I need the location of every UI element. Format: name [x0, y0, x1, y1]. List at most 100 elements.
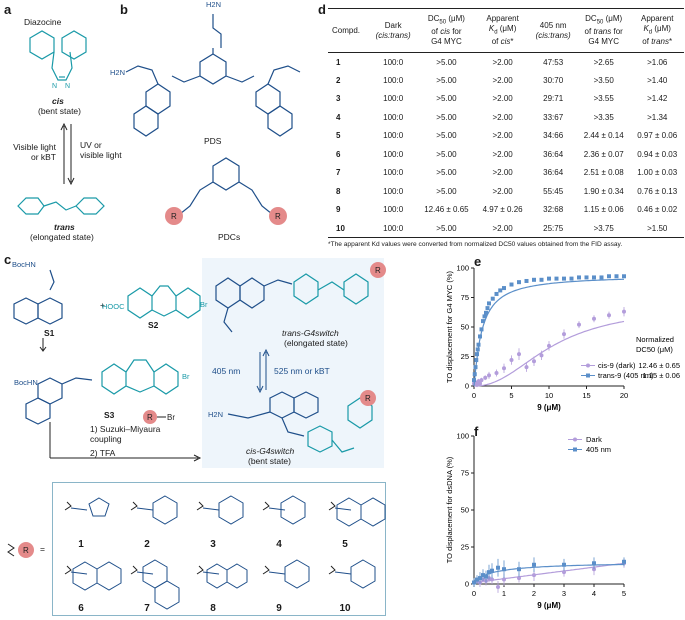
table-cell: >5.00 — [436, 75, 457, 85]
cis-label: cis — [52, 96, 64, 106]
data-point — [494, 371, 499, 376]
data-point — [622, 309, 626, 314]
table-cell: 100:0 — [383, 75, 404, 85]
data-point — [517, 567, 521, 572]
x-tick-label: 15 — [582, 391, 590, 400]
data-point — [622, 559, 626, 564]
legend-marker — [573, 437, 577, 442]
y-axis-label: TO displacement for G4 MYC (%) — [445, 271, 454, 383]
table-cell: >2.00 — [492, 186, 513, 196]
data-point — [484, 310, 488, 315]
data-point — [475, 352, 479, 357]
substituent-10: 10 — [322, 552, 398, 616]
data-point — [475, 347, 480, 352]
data-point — [473, 365, 478, 370]
x-tick-label: 5 — [509, 391, 513, 400]
data-point — [607, 313, 611, 318]
s1-label: S1 — [44, 328, 55, 338]
svg-text:N: N — [65, 83, 70, 90]
legend-marker — [573, 447, 577, 452]
substituent-label: 9 — [276, 603, 282, 614]
substituent-structure-icon — [130, 495, 178, 525]
data-point — [496, 565, 500, 570]
svg-text:R: R — [147, 413, 153, 422]
trans-g4switch-state: (elongated state) — [284, 338, 348, 348]
s3-structure — [25, 359, 179, 425]
dc50-value: 12.46 ± 0.65 — [638, 361, 680, 370]
data-point — [490, 577, 494, 582]
fit-line — [473, 562, 625, 584]
s2-cooh: HOOC — [102, 302, 125, 311]
cis-g4switch-h2n: H2N — [208, 410, 224, 419]
substituent-label: 7 — [144, 603, 150, 614]
table-cell: 47:53 — [543, 57, 564, 67]
diazocine-title: Diazocine — [24, 17, 62, 27]
table-cell: >5.00 — [436, 131, 457, 141]
data-point — [502, 567, 506, 572]
substituent-label: 1 — [78, 539, 84, 550]
table-cell: >2.00 — [475, 219, 530, 238]
table-cell: >2.65 — [593, 57, 614, 67]
data-point — [592, 567, 596, 572]
table-cell: 2.36 ± 0.07 — [583, 149, 624, 159]
panel-label-e: e — [474, 254, 482, 269]
pds-h2n-top: H2N — [206, 0, 222, 9]
compound-id: 4 — [336, 112, 341, 122]
data-point — [475, 577, 479, 582]
data-point — [569, 276, 574, 281]
dc50-annotation-title: Normalized — [636, 335, 674, 344]
data-point — [485, 306, 490, 311]
data-point — [622, 274, 626, 279]
data-point — [607, 274, 611, 279]
table-cell: 36:64 — [543, 149, 564, 159]
table-cell: 30:70 — [543, 75, 564, 85]
substituent-2: 2 — [124, 488, 200, 552]
data-point — [592, 275, 596, 280]
substituent-structure-icon — [64, 497, 110, 517]
substituent-structure-icon — [196, 563, 248, 589]
compound-id: 8 — [336, 186, 341, 196]
data-point — [496, 584, 500, 589]
table-cell: 100:0 — [383, 149, 404, 159]
substituent-structure-icon — [328, 559, 376, 589]
x-tick-label: 1 — [502, 589, 506, 598]
data-point — [481, 319, 485, 324]
col-dark: Dark(cis:trans) — [369, 8, 417, 53]
data-point — [532, 562, 536, 567]
table-cell: 55:45 — [543, 186, 564, 196]
trans-state: (elongated state) — [30, 232, 94, 242]
s2-structure — [127, 285, 201, 319]
substituent-structure-icon — [262, 495, 306, 525]
data-point — [474, 358, 479, 363]
visible-light-label: Visible light or kBT — [13, 142, 56, 162]
svg-text:N: N — [52, 83, 57, 90]
data-point — [539, 353, 544, 358]
table-cell: >2.00 — [492, 112, 513, 122]
panel-label-d: d — [318, 2, 326, 17]
table-cell: 100:0 — [383, 131, 404, 141]
table-cell: 12.46 ± 0.65 — [424, 205, 469, 215]
data-point — [494, 291, 499, 296]
r-br-reagent: R Br — [143, 410, 175, 424]
table-cell: >5.00 — [416, 219, 476, 238]
table-cell: 100:0 — [383, 94, 404, 104]
data-point — [484, 574, 488, 579]
table-cell: >2.00 — [492, 75, 513, 85]
s3-bochn: BocHN — [14, 378, 38, 387]
substituent-label: 10 — [339, 603, 351, 614]
compound-id: 2 — [336, 75, 341, 85]
table-cell: 0.76 ± 0.13 — [637, 186, 678, 196]
x-tick-label: 4 — [592, 589, 596, 598]
y-tick-label: 75 — [461, 469, 469, 478]
s3-br: Br — [182, 372, 190, 381]
data-point — [479, 327, 484, 332]
cis-g4switch-state: (bent state) — [248, 456, 291, 466]
